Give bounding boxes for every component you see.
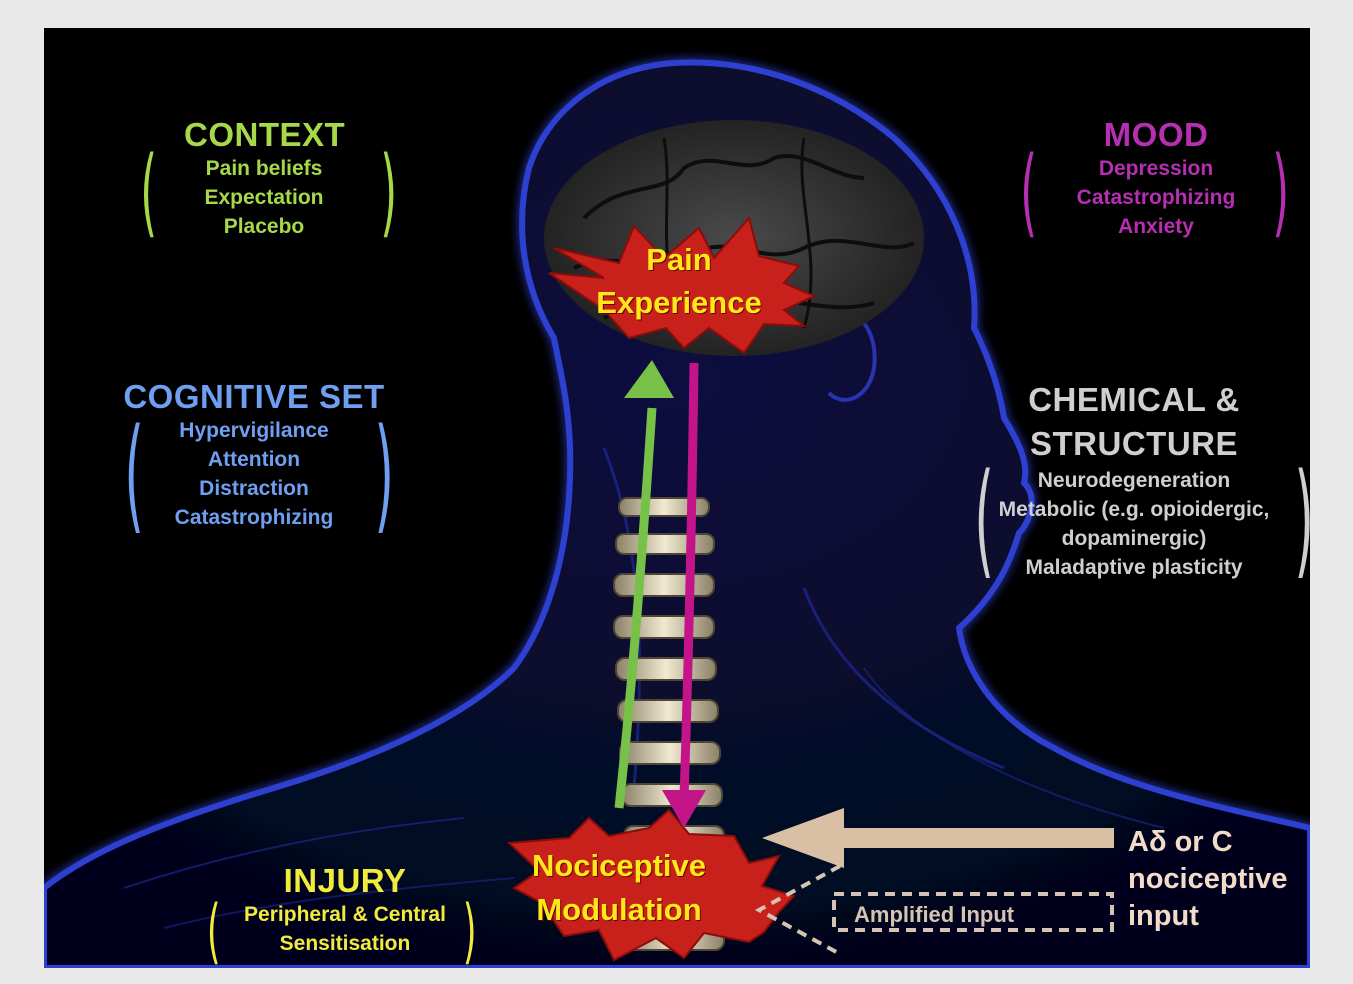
nociceptive-modulation-label: Nociceptive Modulation <box>504 844 734 932</box>
chemical-right-paren: ) <box>1295 448 1310 592</box>
context-right-paren: ) <box>380 136 397 248</box>
injury-item: Sensitisation <box>220 929 470 958</box>
mood-item: Anxiety <box>1056 212 1256 241</box>
context-item: Pain beliefs <box>184 154 344 183</box>
injury-item: Peripheral & Central <box>220 900 470 929</box>
context-title: CONTEXT <box>184 116 344 154</box>
cognitive-set-block: COGNITIVE SET Hypervigilance Attention D… <box>104 378 404 532</box>
injury-block: INJURY Peripheral & Central Sensitisatio… <box>220 862 470 958</box>
chemical-structure-title: CHEMICAL & <box>974 378 1294 422</box>
mood-right-paren: ) <box>1272 136 1289 248</box>
mood-item: Depression <box>1056 154 1256 183</box>
cognitive-set-item: Distraction <box>104 474 404 503</box>
cognitive-left-paren: ( <box>125 403 144 547</box>
mood-left-paren: ( <box>1020 136 1037 248</box>
cognitive-set-item: Catastrophizing <box>104 503 404 532</box>
injury-right-paren: ) <box>463 890 477 968</box>
chemical-structure-item: Neurodegeneration <box>974 466 1294 495</box>
cognitive-set-title: COGNITIVE SET <box>104 378 404 416</box>
chemical-structure-item: Maladaptive plasticity <box>974 553 1294 582</box>
chemical-structure-item: Metabolic (e.g. opioidergic, <box>974 495 1294 524</box>
injury-title: INJURY <box>220 862 470 900</box>
pain-experience-label: Pain Experience <box>564 238 794 324</box>
input-arrow-shaft <box>824 828 1114 848</box>
chemical-structure-block: CHEMICAL & STRUCTURE Neurodegeneration M… <box>974 378 1294 582</box>
chemical-structure-title: STRUCTURE <box>974 422 1294 466</box>
pain-diagram-figure: CONTEXT Pain beliefs Expectation Placebo… <box>44 28 1310 968</box>
cognitive-set-item: Hypervigilance <box>104 416 404 445</box>
chemical-structure-item: dopaminergic) <box>974 524 1294 553</box>
nociceptive-input-label: Aδ or C nociceptive input <box>1128 824 1288 935</box>
context-item: Expectation <box>184 183 344 212</box>
chemical-left-paren: ( <box>975 448 994 592</box>
cognitive-set-item: Attention <box>104 445 404 474</box>
mood-item: Catastrophizing <box>1056 183 1256 212</box>
mood-title: MOOD <box>1056 116 1256 154</box>
context-block: CONTEXT Pain beliefs Expectation Placebo <box>184 116 344 241</box>
context-item: Placebo <box>184 212 344 241</box>
injury-left-paren: ( <box>207 890 221 968</box>
mood-block: MOOD Depression Catastrophizing Anxiety <box>1056 116 1256 241</box>
amplified-input-label: Amplified Input <box>854 902 1014 928</box>
cognitive-right-paren: ) <box>375 403 394 547</box>
context-left-paren: ( <box>140 136 157 248</box>
